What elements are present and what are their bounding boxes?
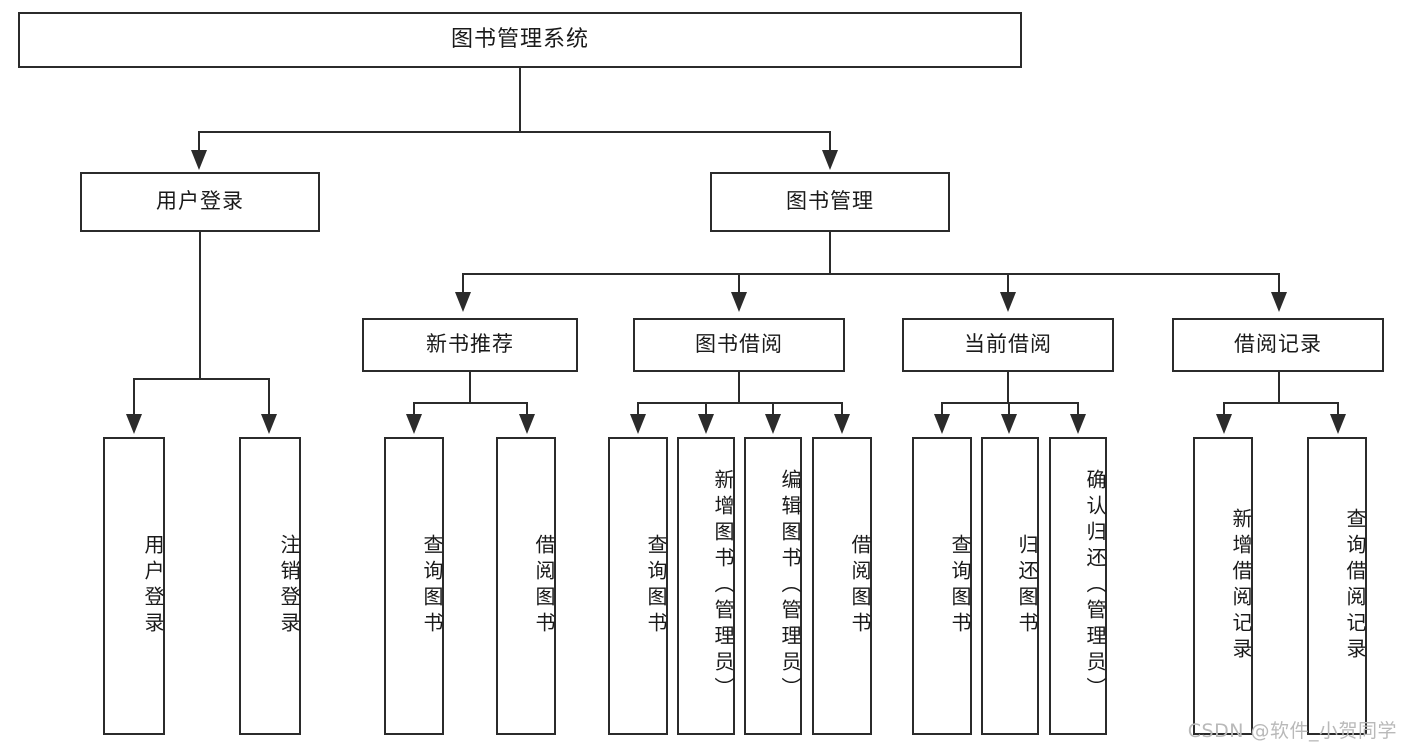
arrow-br-to-leaf-1 xyxy=(1216,414,1232,434)
connector-new-book-to-leaf-2 xyxy=(526,402,528,418)
leaf-user-login[interactable]: 用户登录 xyxy=(103,437,165,735)
node-label: 注销登录 xyxy=(277,534,301,638)
leaf-borrow-book[interactable]: 借阅图书 xyxy=(812,437,872,735)
connector-bm-to-new-book xyxy=(462,273,464,295)
leaf-query-book-borrow[interactable]: 查询图书 xyxy=(608,437,668,735)
connector-bb-to-leaf-2 xyxy=(705,402,707,418)
leaf-query-borrow-record[interactable]: 查询借阅记录 xyxy=(1307,437,1367,735)
arrow-bm-to-new-book xyxy=(455,292,471,312)
arrow-bb-to-leaf-3 xyxy=(765,414,781,434)
connector-user-login-bus xyxy=(133,378,269,380)
node-label: 新书推荐 xyxy=(426,332,514,357)
leaf-query-book-recommend[interactable]: 查询图书 xyxy=(384,437,444,735)
arrow-bb-to-leaf-2 xyxy=(698,414,714,434)
connector-book-borrow-bus xyxy=(637,402,843,404)
connector-root-to-book-management xyxy=(829,131,831,153)
arrow-bb-to-leaf-4 xyxy=(834,414,850,434)
leaf-query-book-current[interactable]: 查询图书 xyxy=(912,437,972,735)
node-current-borrow[interactable]: 当前借阅 xyxy=(902,318,1114,372)
arrow-bb-to-leaf-1 xyxy=(630,414,646,434)
node-label: 图书管理系统 xyxy=(450,26,589,52)
connector-new-book-to-leaf-1 xyxy=(413,402,415,418)
arrow-cb-to-leaf-2 xyxy=(1001,414,1017,434)
node-label: 新增图书（管理员） xyxy=(711,469,735,703)
connector-book-management-bus xyxy=(462,273,1280,275)
connector-bb-to-leaf-1 xyxy=(637,402,639,418)
connector-bm-to-borrow-record xyxy=(1278,273,1280,295)
connector-user-login-stem xyxy=(199,232,201,379)
node-label: 用户登录 xyxy=(141,534,165,638)
connector-root-stem xyxy=(519,68,521,132)
connector-bb-to-leaf-3 xyxy=(772,402,774,418)
connector-bm-to-book-borrow xyxy=(738,273,740,295)
connector-book-management-stem xyxy=(829,232,831,274)
node-book-management[interactable]: 图书管理 xyxy=(710,172,950,232)
node-borrow-record[interactable]: 借阅记录 xyxy=(1172,318,1384,372)
arrow-br-to-leaf-2 xyxy=(1330,414,1346,434)
arrow-bm-to-borrow-record xyxy=(1271,292,1287,312)
connector-user-login-to-leaf-1 xyxy=(133,378,135,416)
node-label: 图书借阅 xyxy=(695,332,783,357)
connector-user-login-to-leaf-2 xyxy=(268,378,270,416)
leaf-borrow-book-recommend[interactable]: 借阅图书 xyxy=(496,437,556,735)
node-root-book-management-system[interactable]: 图书管理系统 xyxy=(18,12,1022,68)
connector-cb-to-leaf-1 xyxy=(941,402,943,418)
arrow-bm-to-current-borrow xyxy=(1000,292,1016,312)
csdn-watermark: CSDN @软件_小贺同学 xyxy=(1187,720,1397,742)
connector-book-borrow-stem xyxy=(738,372,740,403)
node-label: 借阅图书 xyxy=(532,534,556,638)
node-label: 编辑图书（管理员） xyxy=(778,469,802,703)
connector-bb-to-leaf-4 xyxy=(841,402,843,418)
arrow-new-book-to-leaf-1 xyxy=(406,414,422,434)
connector-bm-to-current-borrow xyxy=(1007,273,1009,295)
node-label: 用户登录 xyxy=(156,189,244,214)
connector-current-borrow-stem xyxy=(1007,372,1009,403)
node-book-borrow[interactable]: 图书借阅 xyxy=(633,318,845,372)
connector-new-book-bus xyxy=(413,402,527,404)
leaf-logout[interactable]: 注销登录 xyxy=(239,437,301,735)
connector-borrow-record-stem xyxy=(1278,372,1280,403)
leaf-add-book-admin[interactable]: 新增图书（管理员） xyxy=(677,437,735,735)
connector-root-to-user-login xyxy=(198,131,200,153)
arrow-cb-to-leaf-1 xyxy=(934,414,950,434)
node-new-book-recommend[interactable]: 新书推荐 xyxy=(362,318,578,372)
node-label: 图书管理 xyxy=(786,189,874,214)
connector-new-book-stem xyxy=(469,372,471,403)
connector-borrow-record-bus xyxy=(1223,402,1338,404)
arrow-user-login-to-leaf-1 xyxy=(126,414,142,434)
arrow-cb-to-leaf-3 xyxy=(1070,414,1086,434)
leaf-confirm-return-admin[interactable]: 确认归还（管理员） xyxy=(1049,437,1107,735)
leaf-return-book[interactable]: 归还图书 xyxy=(981,437,1039,735)
arrow-root-to-user-login xyxy=(191,150,207,170)
node-label: 查询借阅记录 xyxy=(1343,508,1367,664)
arrow-new-book-to-leaf-2 xyxy=(519,414,535,434)
connector-br-to-leaf-2 xyxy=(1337,402,1339,418)
connector-root-bus xyxy=(198,131,831,133)
arrow-user-login-to-leaf-2 xyxy=(261,414,277,434)
leaf-edit-book-admin[interactable]: 编辑图书（管理员） xyxy=(744,437,802,735)
node-label: 归还图书 xyxy=(1015,534,1039,638)
arrow-root-to-book-management xyxy=(822,150,838,170)
connector-br-to-leaf-1 xyxy=(1223,402,1225,418)
node-label: 借阅记录 xyxy=(1234,332,1322,357)
leaf-add-borrow-record[interactable]: 新增借阅记录 xyxy=(1193,437,1253,735)
node-user-login[interactable]: 用户登录 xyxy=(80,172,320,232)
node-label: 查询图书 xyxy=(420,534,444,638)
arrow-bm-to-book-borrow xyxy=(731,292,747,312)
node-label: 确认归还（管理员） xyxy=(1083,469,1107,703)
node-label: 当前借阅 xyxy=(964,332,1052,357)
connector-cb-to-leaf-2 xyxy=(1008,402,1010,418)
node-label: 查询图书 xyxy=(644,534,668,638)
node-label: 查询图书 xyxy=(948,534,972,638)
connector-cb-to-leaf-3 xyxy=(1077,402,1079,418)
node-label: 新增借阅记录 xyxy=(1229,508,1253,664)
node-label: 借阅图书 xyxy=(848,534,872,638)
